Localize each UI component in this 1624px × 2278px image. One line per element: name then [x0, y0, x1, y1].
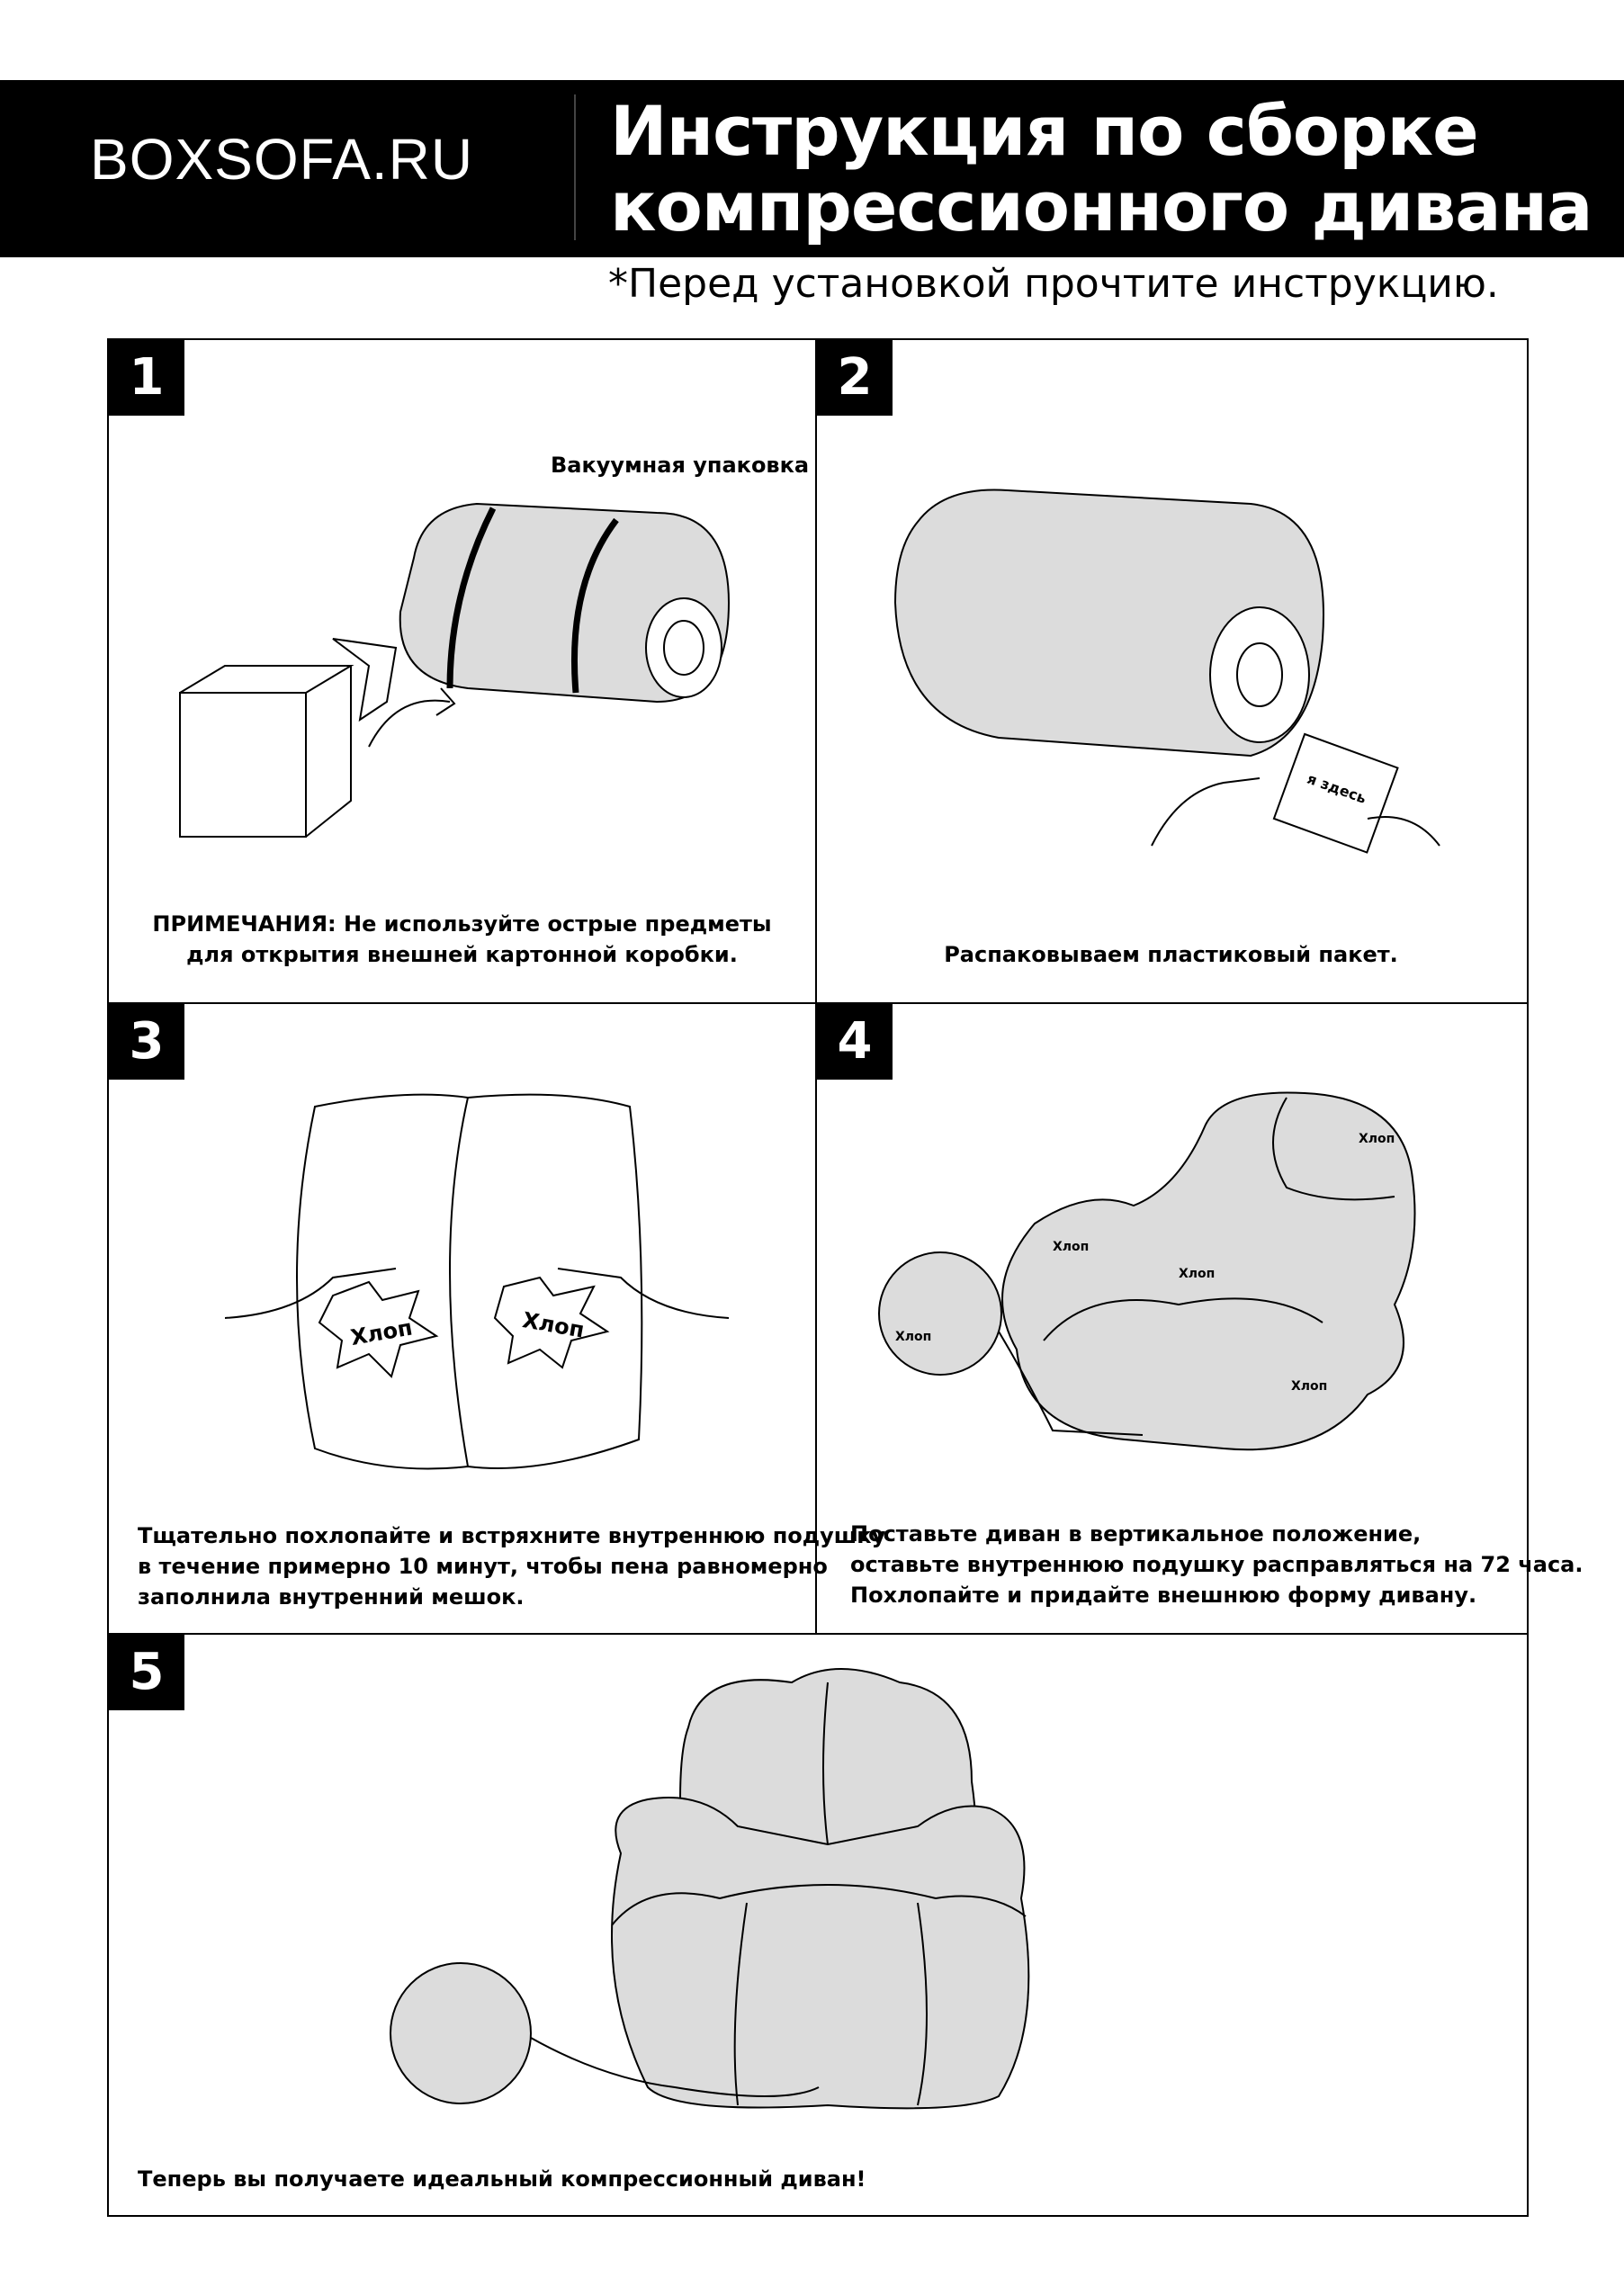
caption-line: ПРИМЕЧАНИЯ: Не используйте острые предме…	[152, 911, 772, 937]
title-line-2: компрессионного дивана	[610, 166, 1593, 247]
step-4-caption: Поставьте диван в вертикальное положение…	[850, 1519, 1583, 1610]
caption-line: в течение примерно 10 минут, чтобы пена …	[138, 1554, 828, 1579]
subtitle-note: *Перед установкой прочтите инструкцию.	[608, 261, 1499, 307]
step-number-4: 4	[817, 1004, 893, 1080]
caption-line: Похлопайте и придайте внешнюю форму дива…	[850, 1583, 1477, 1608]
divider	[815, 338, 817, 1634]
title-line-1: Инструкция по сборке	[610, 91, 1479, 171]
pop-label: Хлоп	[1179, 1267, 1215, 1281]
step-5-caption: Теперь вы получаете идеальный компрессио…	[138, 2166, 866, 2192]
caption-line: Тщательно похлопайте и встряхните внутре…	[138, 1523, 886, 1548]
pop-label: Хлоп	[1359, 1132, 1395, 1146]
vacuum-pack-label: Вакуумная упаковка	[551, 453, 810, 478]
step-number-2: 2	[817, 340, 893, 416]
illustration-shake-cushion: Хлоп Хлоп	[225, 1093, 729, 1470]
header-divider	[574, 94, 576, 240]
step-2-caption: Распаковываем пластиковый пакет.	[944, 942, 1398, 967]
illustration-box-and-roll	[179, 502, 731, 838]
brand-logo: BOXSOFA.RU	[90, 127, 474, 192]
caption-line: для открытия внешней картонной коробки.	[186, 942, 738, 967]
step-number-1: 1	[109, 340, 184, 416]
illustration-finished-sofa	[390, 1668, 1030, 2110]
caption-line: оставьте внутреннюю подушку расправлятьс…	[850, 1552, 1584, 1577]
step-number-3: 3	[109, 1004, 184, 1080]
header-bar	[0, 80, 1624, 257]
pop-label: Хлоп	[1053, 1240, 1089, 1254]
divider	[107, 1002, 1527, 1004]
divider	[107, 1633, 1527, 1635]
caption-line: заполнила внутренний мешок.	[138, 1584, 525, 1610]
page-title: Инструкция по сборке компрессионного див…	[610, 91, 1593, 247]
illustration-sofa-upright: Хлоп Хлоп Хлоп Хлоп Хлоп	[878, 1091, 1416, 1451]
step-number-5: 5	[109, 1635, 184, 1710]
steps-frame	[107, 338, 1529, 2217]
step-3-caption: Тщательно похлопайте и встряхните внутре…	[138, 1520, 885, 1612]
illustration-unpack: я здесь	[893, 489, 1440, 854]
step-1-caption: ПРИМЕЧАНИЯ: Не используйте острые предме…	[109, 909, 815, 970]
pop-label: Хлоп	[895, 1330, 931, 1344]
pop-label: Хлоп	[1291, 1379, 1327, 1394]
caption-line: Поставьте диван в вертикальное положение…	[850, 1521, 1422, 1547]
